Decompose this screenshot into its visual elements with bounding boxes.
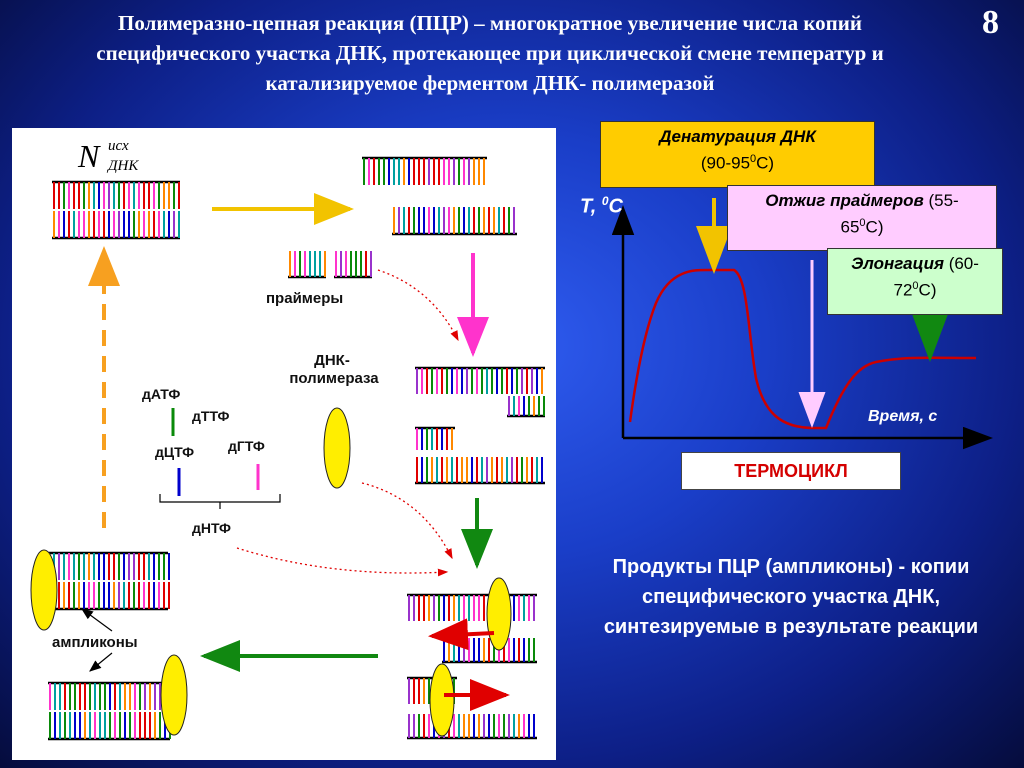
x-axis-label: Время, с — [868, 408, 938, 425]
temperature-curve — [628, 268, 977, 430]
dgtp-label: дГТФ — [228, 438, 265, 454]
slide-number: 8 — [982, 4, 999, 41]
y-axis-label-unit: C — [608, 195, 623, 218]
elongation-title: Элонгация — [851, 254, 944, 273]
elongation-direction-arrow-1 — [428, 618, 495, 651]
elongation-line2: 720С) — [828, 275, 1002, 302]
pcr-diagram-canvas — [30, 156, 545, 741]
amplicons-label: ампликоны — [52, 634, 138, 651]
elongating-polymerase-oval-1 — [486, 577, 512, 651]
denaturation-range: (90-950С) — [601, 148, 874, 175]
elongation-range-sup: 0 — [912, 280, 919, 292]
elongation-line1: Элонгация (60- — [828, 253, 1002, 275]
dctp-label: дЦТФ — [155, 444, 195, 460]
denaturation-title: Денатурация ДНК — [659, 127, 816, 146]
dntp-label: дНТФ — [192, 520, 231, 536]
elongation-range-end: 72 — [893, 280, 913, 300]
amplicon-pointer-1 — [81, 608, 113, 632]
annealing-box: Отжиг праймеров (55- 650С) — [727, 185, 997, 251]
thermocycle-graph — [576, 118, 1024, 458]
n-superscript: исх — [108, 138, 129, 154]
annealing-line2: 650С) — [728, 212, 996, 239]
annealing-title: Отжиг праймеров — [765, 191, 924, 210]
annealing-line1: Отжиг праймеров (55- — [728, 190, 996, 212]
pcr-cycle-diagram: N исх ДНК праймеры ДНК- полимераза дАТФ … — [12, 128, 556, 760]
datp-label: дАТФ — [142, 386, 181, 402]
denaturation-range-unit: С) — [756, 153, 775, 173]
polymerase-label-line2: полимераза — [289, 370, 379, 387]
slide-title: Полимеразно-цепная реакция (ПЦР) – много… — [96, 11, 884, 95]
denaturation-box: Денатурация ДНК (90-950С) — [600, 121, 875, 188]
thermocycle-label: ТЕРМОЦИКЛ — [681, 452, 901, 490]
products-description: Продукты ПЦР (ампликоны) - копии специфи… — [603, 556, 979, 638]
elongating-polymerase-oval-2 — [429, 663, 455, 737]
amplicon-polymerase-oval-1 — [30, 549, 58, 631]
n-subscript: ДНК — [108, 158, 139, 174]
elongation-range-unit: С) — [918, 280, 937, 300]
denaturation-range-sup: 0 — [750, 153, 757, 165]
elongation-box: Элонгация (60- 720С) — [827, 248, 1003, 315]
y-axis-label-text: T, — [580, 195, 602, 218]
y-axis-label: T, 0C — [580, 194, 623, 219]
annealing-range-unit: С) — [865, 217, 884, 237]
y-axis-label-sup: 0 — [601, 194, 609, 208]
n-symbol: N — [78, 138, 100, 174]
dntp-path-arrow — [236, 547, 449, 577]
annealing-range-end: 65 — [840, 217, 860, 237]
primers-label: праймеры — [266, 290, 344, 307]
dna-strands — [42, 156, 545, 741]
polymerase-path-arrow — [361, 482, 453, 560]
polymerase-label-line1: ДНК- — [314, 352, 350, 369]
annealing-range-start: (55- — [923, 191, 959, 210]
amplicon-polymerase-oval-2 — [160, 654, 188, 736]
temperature-profile-chart — [611, 198, 993, 450]
denaturation-range-text: (90-95 — [700, 153, 751, 173]
annealing-range-sup: 0 — [859, 217, 866, 229]
polymerase-oval — [323, 407, 351, 489]
template-count-label: N исх ДНК — [78, 138, 138, 175]
amplicon-pointer-2 — [89, 652, 113, 672]
primers-path-arrow — [377, 269, 459, 342]
dttp-label: дТТФ — [192, 408, 230, 424]
elongation-range-start: (60- — [943, 254, 979, 273]
